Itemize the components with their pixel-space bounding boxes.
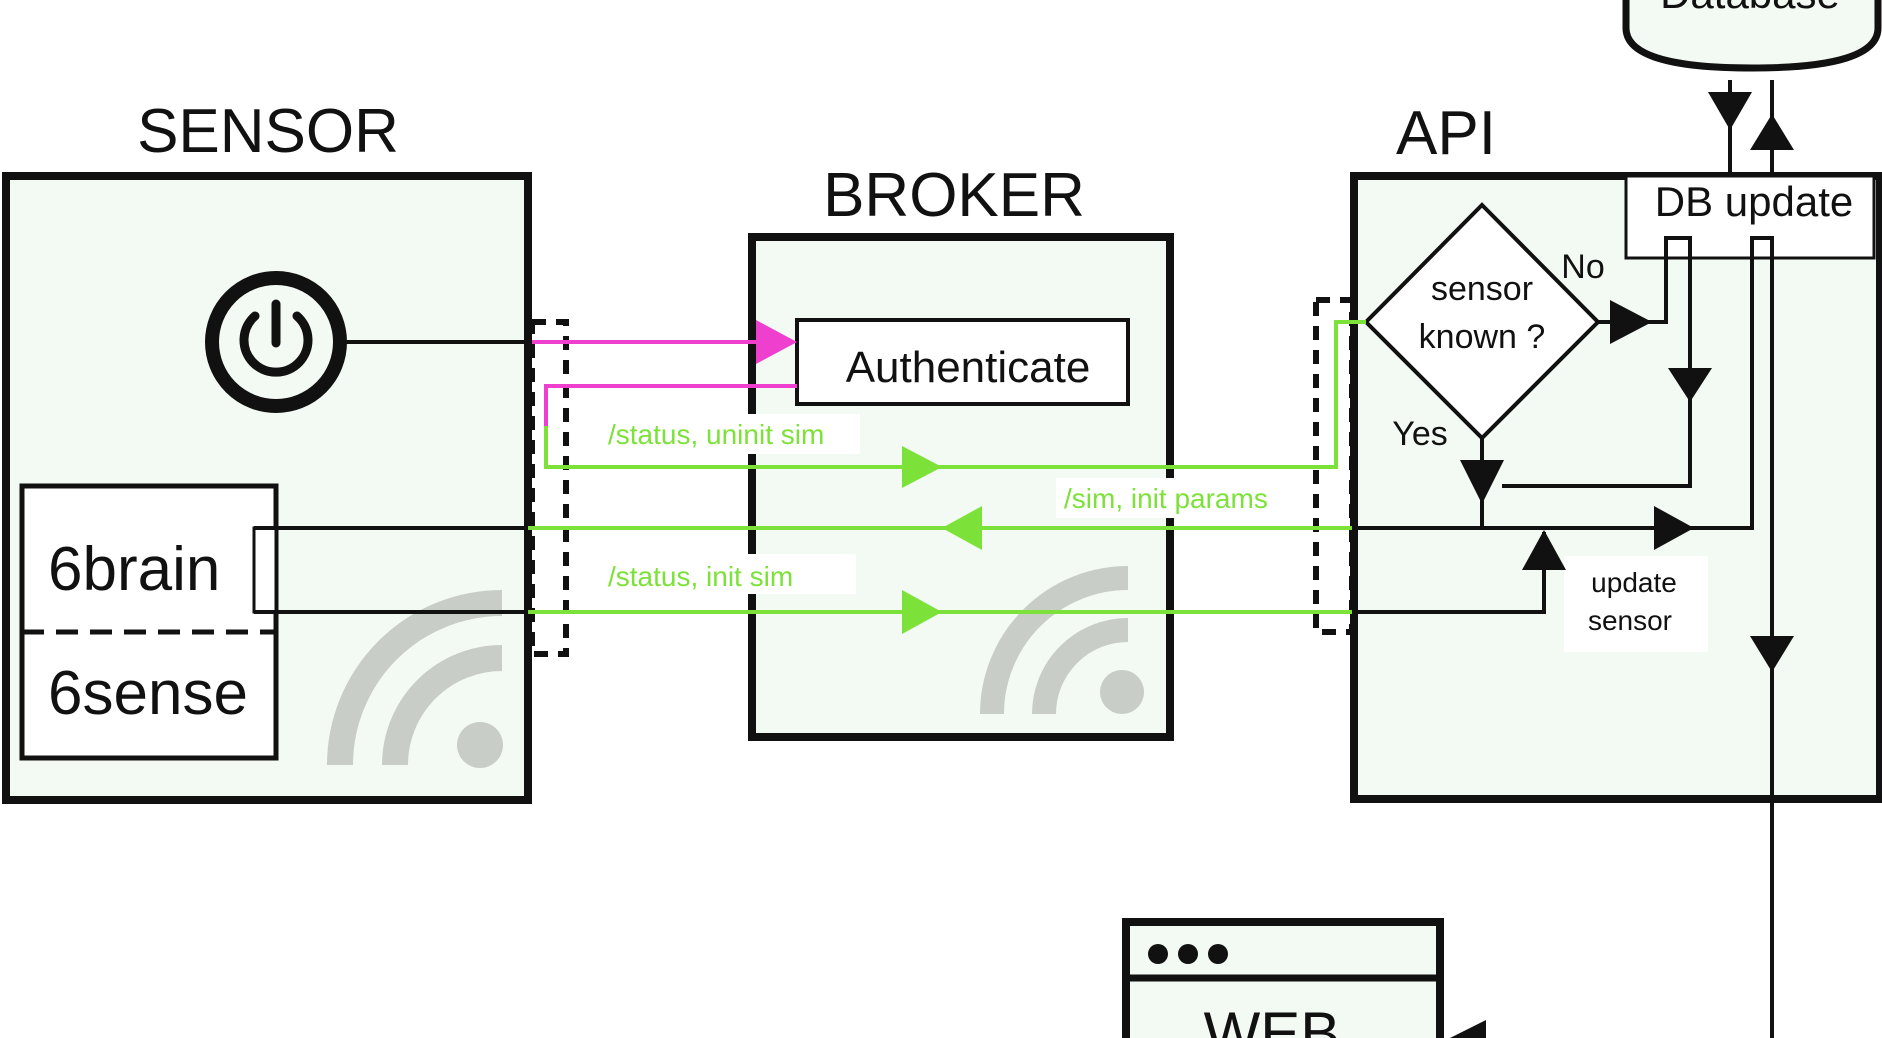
auth-flow [342, 320, 797, 426]
sensor-title: SENSOR [137, 97, 399, 166]
update-sensor-line2: sensor [1588, 605, 1672, 636]
arrow-head [1654, 506, 1694, 550]
sim-init-params-flow: /sim, init params [254, 478, 1352, 550]
database-label: Database [1660, 0, 1840, 17]
update-sensor-bg [1564, 556, 1708, 652]
status-uninit-label: /status, uninit sim [608, 419, 824, 450]
arrow-head [1450, 1020, 1486, 1038]
wifi-icon [327, 590, 503, 768]
arrow-head [1750, 636, 1794, 672]
arrow-head [942, 506, 982, 550]
web-panel: WEB [1122, 918, 1486, 1038]
status-init-flow: /status, init sim [254, 554, 1352, 634]
api-title: API [1396, 99, 1496, 168]
wifi-icon [980, 566, 1144, 715]
power-icon[interactable] [205, 271, 347, 413]
arrow-head [1750, 114, 1794, 150]
broker-title: BROKER [823, 161, 1085, 230]
api-connector-bracket [1313, 297, 1355, 635]
arrow-head [1460, 460, 1504, 504]
arrow-head [1610, 300, 1652, 344]
brain-port [252, 526, 278, 614]
decision-text-line1: sensor [1431, 270, 1533, 308]
api-internal-flows [1352, 80, 1794, 1038]
no-label: No [1561, 248, 1604, 286]
sense-label: 6sense [48, 659, 248, 728]
decision-text-line2: known ? [1419, 318, 1546, 356]
api-panel: API DB update sensor known ? No Yes upda… [1350, 99, 1882, 803]
authenticate-label: Authenticate [846, 343, 1091, 392]
arrow-head [902, 446, 942, 488]
sim-init-params-label: /sim, init params [1064, 483, 1268, 514]
three-dots-icon [1148, 944, 1228, 964]
database-shape [1622, 0, 1882, 72]
sensor-panel: SENSOR 6brain 6sense [2, 97, 532, 804]
brain-label: 6brain [48, 535, 220, 604]
update-sensor-line1: update [1591, 567, 1677, 598]
arrow-head [1668, 368, 1712, 402]
arrow-head [1708, 92, 1752, 130]
status-init-label: /status, init sim [608, 561, 793, 592]
arrow-head [1522, 530, 1566, 570]
arrow-head [902, 590, 942, 634]
arrow-head [756, 320, 797, 364]
sensor-connector-bracket [529, 319, 569, 657]
web-label: WEB [1204, 1000, 1341, 1038]
yes-label: Yes [1392, 415, 1447, 453]
status-uninit-flow: /status, uninit sim [544, 320, 1366, 488]
database-cylinder: Database [1622, 0, 1882, 72]
db-update-label: DB update [1655, 178, 1853, 225]
authenticate-box [795, 318, 1130, 406]
module-box [19, 483, 279, 761]
